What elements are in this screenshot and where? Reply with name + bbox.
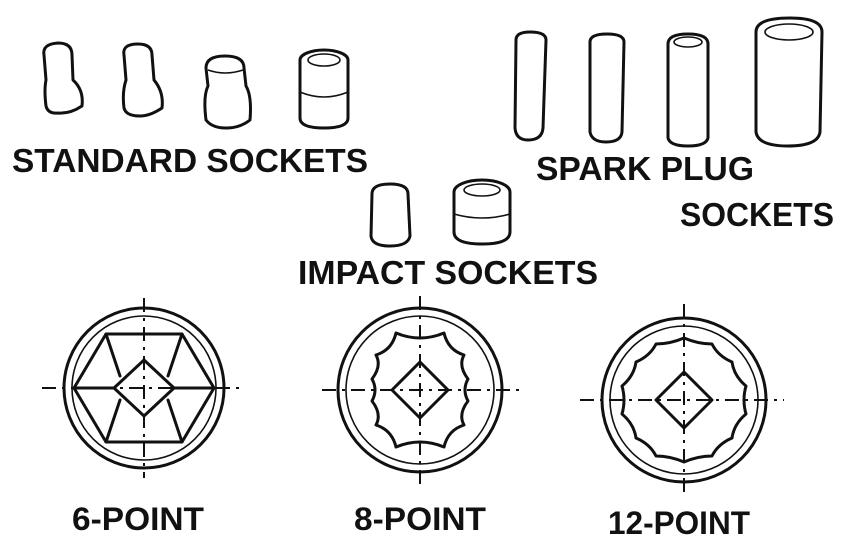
standard-sockets-label: STANDARD SOCKETS: [12, 142, 368, 179]
standard-sockets-group: [42, 41, 350, 130]
twelve-point-star-opening: [620, 336, 748, 464]
eight-point-label: 8-POINT: [354, 501, 486, 537]
six-point-diagram: [42, 298, 240, 478]
twelve-point-label: 12-POINT: [608, 505, 750, 541]
eight-point-star-opening: [370, 331, 470, 449]
spark-plug-socket-3: [666, 32, 710, 148]
six-point-label: 6-POINT: [72, 501, 204, 537]
square-drive-opening: [112, 358, 176, 418]
impact-socket-1: [369, 182, 412, 248]
twelve-point-diagram: [580, 304, 784, 496]
impact-socket-2: [452, 178, 512, 246]
spark-plug-socket-1: [513, 30, 548, 142]
spark-plug-socket-4: [754, 16, 824, 148]
spark-plug-socket-2: [588, 32, 626, 144]
standard-socket-2: [121, 42, 164, 118]
square-drive-opening-12: [654, 370, 714, 430]
eight-point-diagram: [322, 296, 520, 484]
standard-socket-1: [42, 41, 84, 115]
impact-sockets-group: [369, 178, 512, 248]
impact-sockets-label: IMPACT SOCKETS: [298, 254, 598, 291]
spark-plug-label-line1: SPARK PLUG: [536, 150, 754, 187]
standard-socket-4: [298, 48, 350, 130]
spark-plug-label-line2: SOCKETS: [680, 196, 834, 233]
spark-plug-sockets-group: [513, 16, 824, 148]
square-drive-opening-8: [390, 360, 450, 420]
standard-socket-3: [203, 54, 252, 130]
